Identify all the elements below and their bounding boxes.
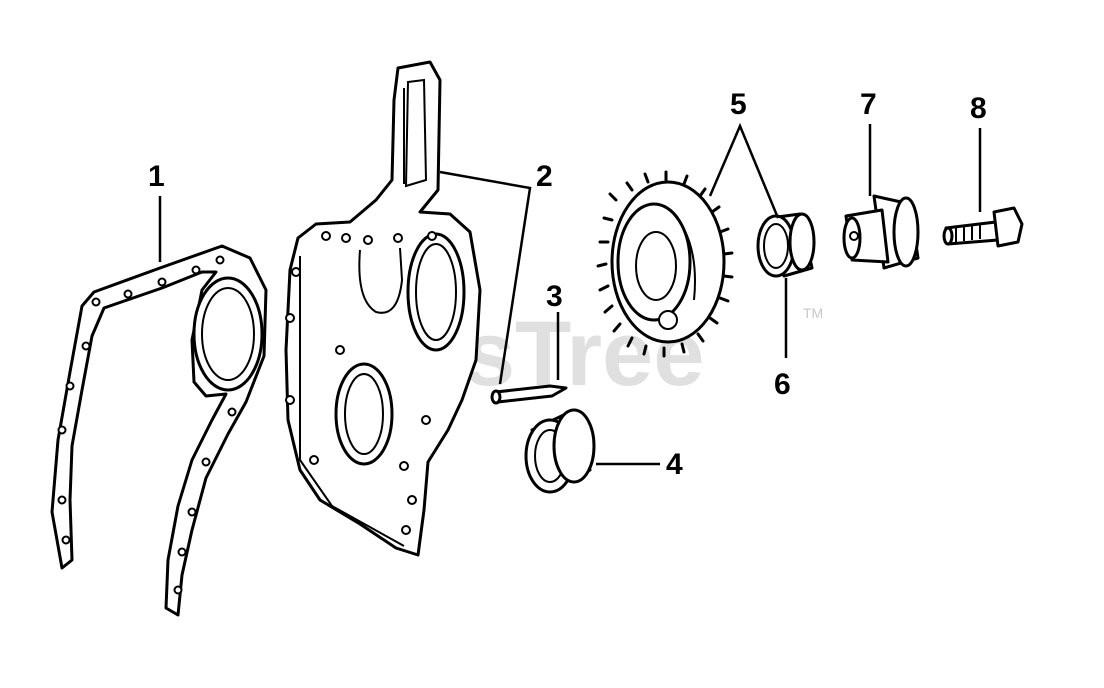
part-2-timing-cover — [284, 60, 482, 557]
part-3-dowel-pin — [490, 384, 568, 405]
part-7-hub — [842, 194, 920, 270]
part-4-oil-seal — [524, 408, 596, 494]
cover-bolt-holes — [285, 231, 437, 535]
part-8-bolt — [942, 206, 1024, 248]
leader-2 — [439, 170, 532, 385]
callout-8: 8 — [970, 92, 987, 125]
callout-7: 7 — [860, 88, 877, 121]
callout-5: 5 — [730, 88, 747, 121]
callout-4: 4 — [666, 448, 683, 481]
leader-lines — [158, 122, 982, 466]
callout-numbers: 1 2 3 4 5 6 7 8 — [148, 88, 987, 481]
gasket-bolt-holes — [57, 255, 237, 595]
part-5-gear — [596, 170, 734, 358]
part-1-gasket — [50, 244, 268, 617]
part-6-sleeve — [756, 212, 816, 278]
leader-5 — [708, 122, 780, 219]
callout-3: 3 — [546, 280, 563, 313]
callout-2: 2 — [536, 160, 553, 193]
watermark-trademark: TM — [803, 305, 823, 321]
callout-6: 6 — [774, 368, 791, 401]
callout-1: 1 — [148, 160, 165, 193]
